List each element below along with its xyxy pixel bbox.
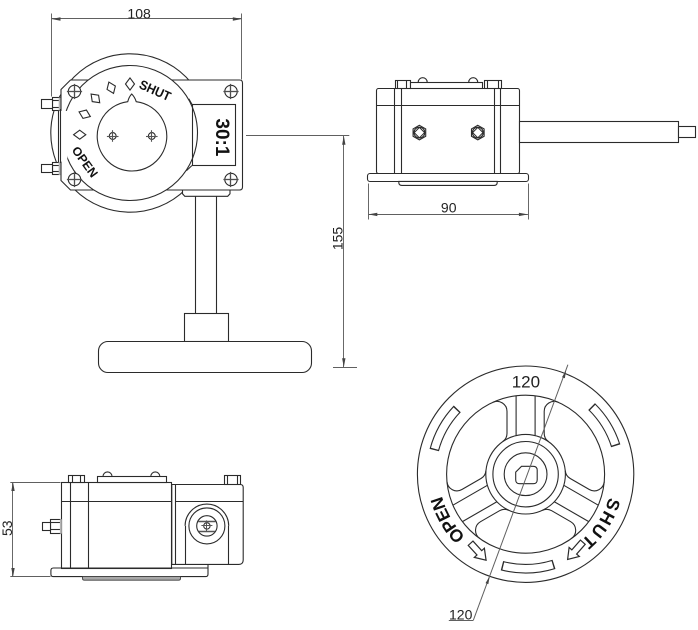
svg-text:30:1: 30:1 (211, 118, 232, 156)
svg-text:120: 120 (512, 373, 540, 392)
svg-text:155: 155 (329, 227, 345, 251)
svg-text:53: 53 (0, 520, 15, 536)
svg-text:90: 90 (441, 199, 457, 215)
svg-text:108: 108 (127, 5, 151, 21)
svg-text:120: 120 (449, 606, 473, 622)
svg-text:N: N (427, 495, 450, 513)
